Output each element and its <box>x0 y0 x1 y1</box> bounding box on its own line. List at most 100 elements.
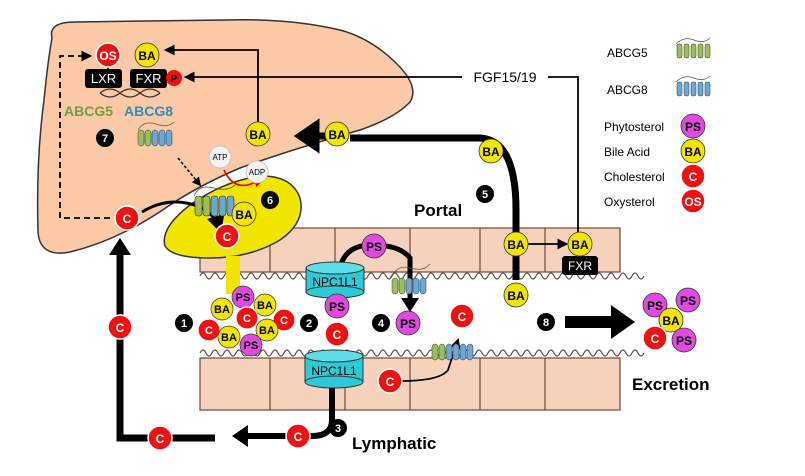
svg-text:PS: PS <box>366 240 382 254</box>
lower-microvilli <box>199 349 645 357</box>
svg-text:C: C <box>458 310 467 324</box>
svg-text:C: C <box>689 170 698 184</box>
svg-text:BA: BA <box>684 145 702 159</box>
lower-enterocyte-layer <box>199 349 645 411</box>
svg-text:BA: BA <box>138 49 156 63</box>
bile-acid-molecule: BA <box>231 201 257 227</box>
phytosterol-molecule: PS <box>324 293 350 319</box>
atp-badge: ATP <box>208 145 232 169</box>
svg-text:PS: PS <box>400 317 416 331</box>
svg-text:OS: OS <box>684 195 701 209</box>
phytosterol-molecule: PS <box>361 233 387 259</box>
svg-text:PS: PS <box>244 340 259 352</box>
step-7-badge: 7 <box>96 129 114 147</box>
liver-transporter-icon <box>137 121 175 147</box>
step-5-badge: 5 <box>476 185 494 203</box>
svg-text:1: 1 <box>181 318 187 330</box>
svg-text:4: 4 <box>378 318 385 330</box>
svg-text:BA: BA <box>214 304 230 316</box>
cholesterol-molecule: C <box>377 368 403 394</box>
svg-text:C: C <box>280 315 288 327</box>
lymphatic-return-path <box>116 250 215 442</box>
svg-text:PS: PS <box>647 299 663 313</box>
bile-duct <box>226 256 240 294</box>
dashed-oxysterol-arrow <box>59 50 110 219</box>
svg-text:2: 2 <box>306 318 312 330</box>
cholesterol-molecule: C <box>214 223 240 249</box>
upper-intestine-transporter-icon <box>389 263 431 295</box>
adp-badge: ADP <box>245 160 269 184</box>
svg-text:C: C <box>294 430 303 444</box>
excretion-cluster: PS PS BA C PS <box>642 287 701 353</box>
svg-text:C: C <box>123 212 132 226</box>
npc1l1-upper: NPC1L1 <box>305 261 365 299</box>
c-efflux-arrow <box>399 337 461 382</box>
svg-text:P: P <box>171 74 178 85</box>
atp-label: ATP <box>213 153 228 162</box>
fgf-arrow <box>548 76 579 236</box>
transporter-dashed-arrow <box>177 157 202 187</box>
legend: ABCG5 ABCG8 Phytosterol PS Bile Acid BA <box>604 37 711 214</box>
bile-acid-molecule: BA <box>503 231 529 257</box>
svg-text:C: C <box>156 432 165 446</box>
svg-text:PS: PS <box>685 120 701 134</box>
cholesterol-molecule: C <box>449 303 475 329</box>
fxr-intestine-box: FXR <box>562 256 598 275</box>
abcg8-gene-label: ABCG8 <box>124 103 173 119</box>
cholesterol-molecule: C <box>324 321 350 347</box>
npc1l1-lower-label: NPC1L1 <box>311 364 357 378</box>
fxr-liver-box: FXR <box>130 69 167 88</box>
lxr-box: LXR <box>85 69 122 88</box>
lymphatic-arrow-bottom <box>248 380 335 439</box>
svg-text:OS: OS <box>99 49 116 63</box>
abcg8-transporter-icon <box>675 75 711 97</box>
lxr-label: LXR <box>91 71 116 86</box>
step-8-badge: 8 <box>537 313 555 331</box>
legend-abcg5-label: ABCG5 <box>607 46 648 60</box>
svg-text:3: 3 <box>335 423 341 435</box>
svg-text:BA: BA <box>249 128 267 142</box>
npc1l1-upper-label: NPC1L1 <box>312 275 358 289</box>
step-1-badge: 1 <box>175 314 193 332</box>
portal-label: Portal <box>414 201 462 220</box>
lymphatic-up-arrowhead <box>109 238 131 255</box>
step-2-badge: 2 <box>300 314 318 332</box>
npc1l1-lower: NPC1L1 <box>304 349 364 389</box>
bile-acid-molecule: BA <box>134 42 160 68</box>
step-3-badge: 3 <box>329 419 347 437</box>
ps-recycle-arrowhead <box>401 298 419 312</box>
phosphate-badge: P <box>166 70 182 86</box>
bile-acid-molecule: BA <box>245 121 271 147</box>
bile-acid-molecule: BA <box>478 138 504 164</box>
legend-abcg8-label: ABCG8 <box>607 83 648 97</box>
phytosterol-molecule: PS <box>395 310 421 336</box>
svg-text:BA: BA <box>221 332 237 344</box>
svg-text:PS: PS <box>236 292 251 304</box>
legend-oxysterol-label: Oxysterol <box>604 195 655 209</box>
adp-label: ADP <box>249 168 265 177</box>
cholesterol-molecule: C <box>114 205 140 231</box>
legend-bile-acid-label: Bile Acid <box>604 145 650 159</box>
svg-text:6: 6 <box>267 195 273 207</box>
lymphatic-label: Lymphatic <box>352 434 436 453</box>
svg-text:C: C <box>386 375 395 389</box>
legend-cholesterol-symbol: C <box>680 163 706 189</box>
cholesterol-molecule: C <box>107 314 133 340</box>
svg-text:C: C <box>651 332 660 346</box>
legend-phytosterol-symbol: PS <box>680 113 706 139</box>
lower-intestine-transporter-icon <box>431 343 474 361</box>
svg-text:8: 8 <box>543 317 549 329</box>
svg-text:BA: BA <box>235 208 253 222</box>
abcg5-transporter-icon <box>675 37 711 59</box>
legend-cholesterol-label: Cholesterol <box>604 170 665 184</box>
svg-text:C: C <box>223 230 232 244</box>
svg-text:C: C <box>205 325 213 337</box>
svg-text:BA: BA <box>507 289 525 303</box>
svg-text:BA: BA <box>482 145 500 159</box>
lymphatic-arrowhead-bottom <box>232 425 248 447</box>
upper-microvilli <box>199 272 645 280</box>
fxr-liver-label: FXR <box>136 71 162 86</box>
excretion-arrowhead <box>611 305 635 339</box>
micelle-cluster: PS BA BA C C BA C BA PS <box>197 285 296 357</box>
